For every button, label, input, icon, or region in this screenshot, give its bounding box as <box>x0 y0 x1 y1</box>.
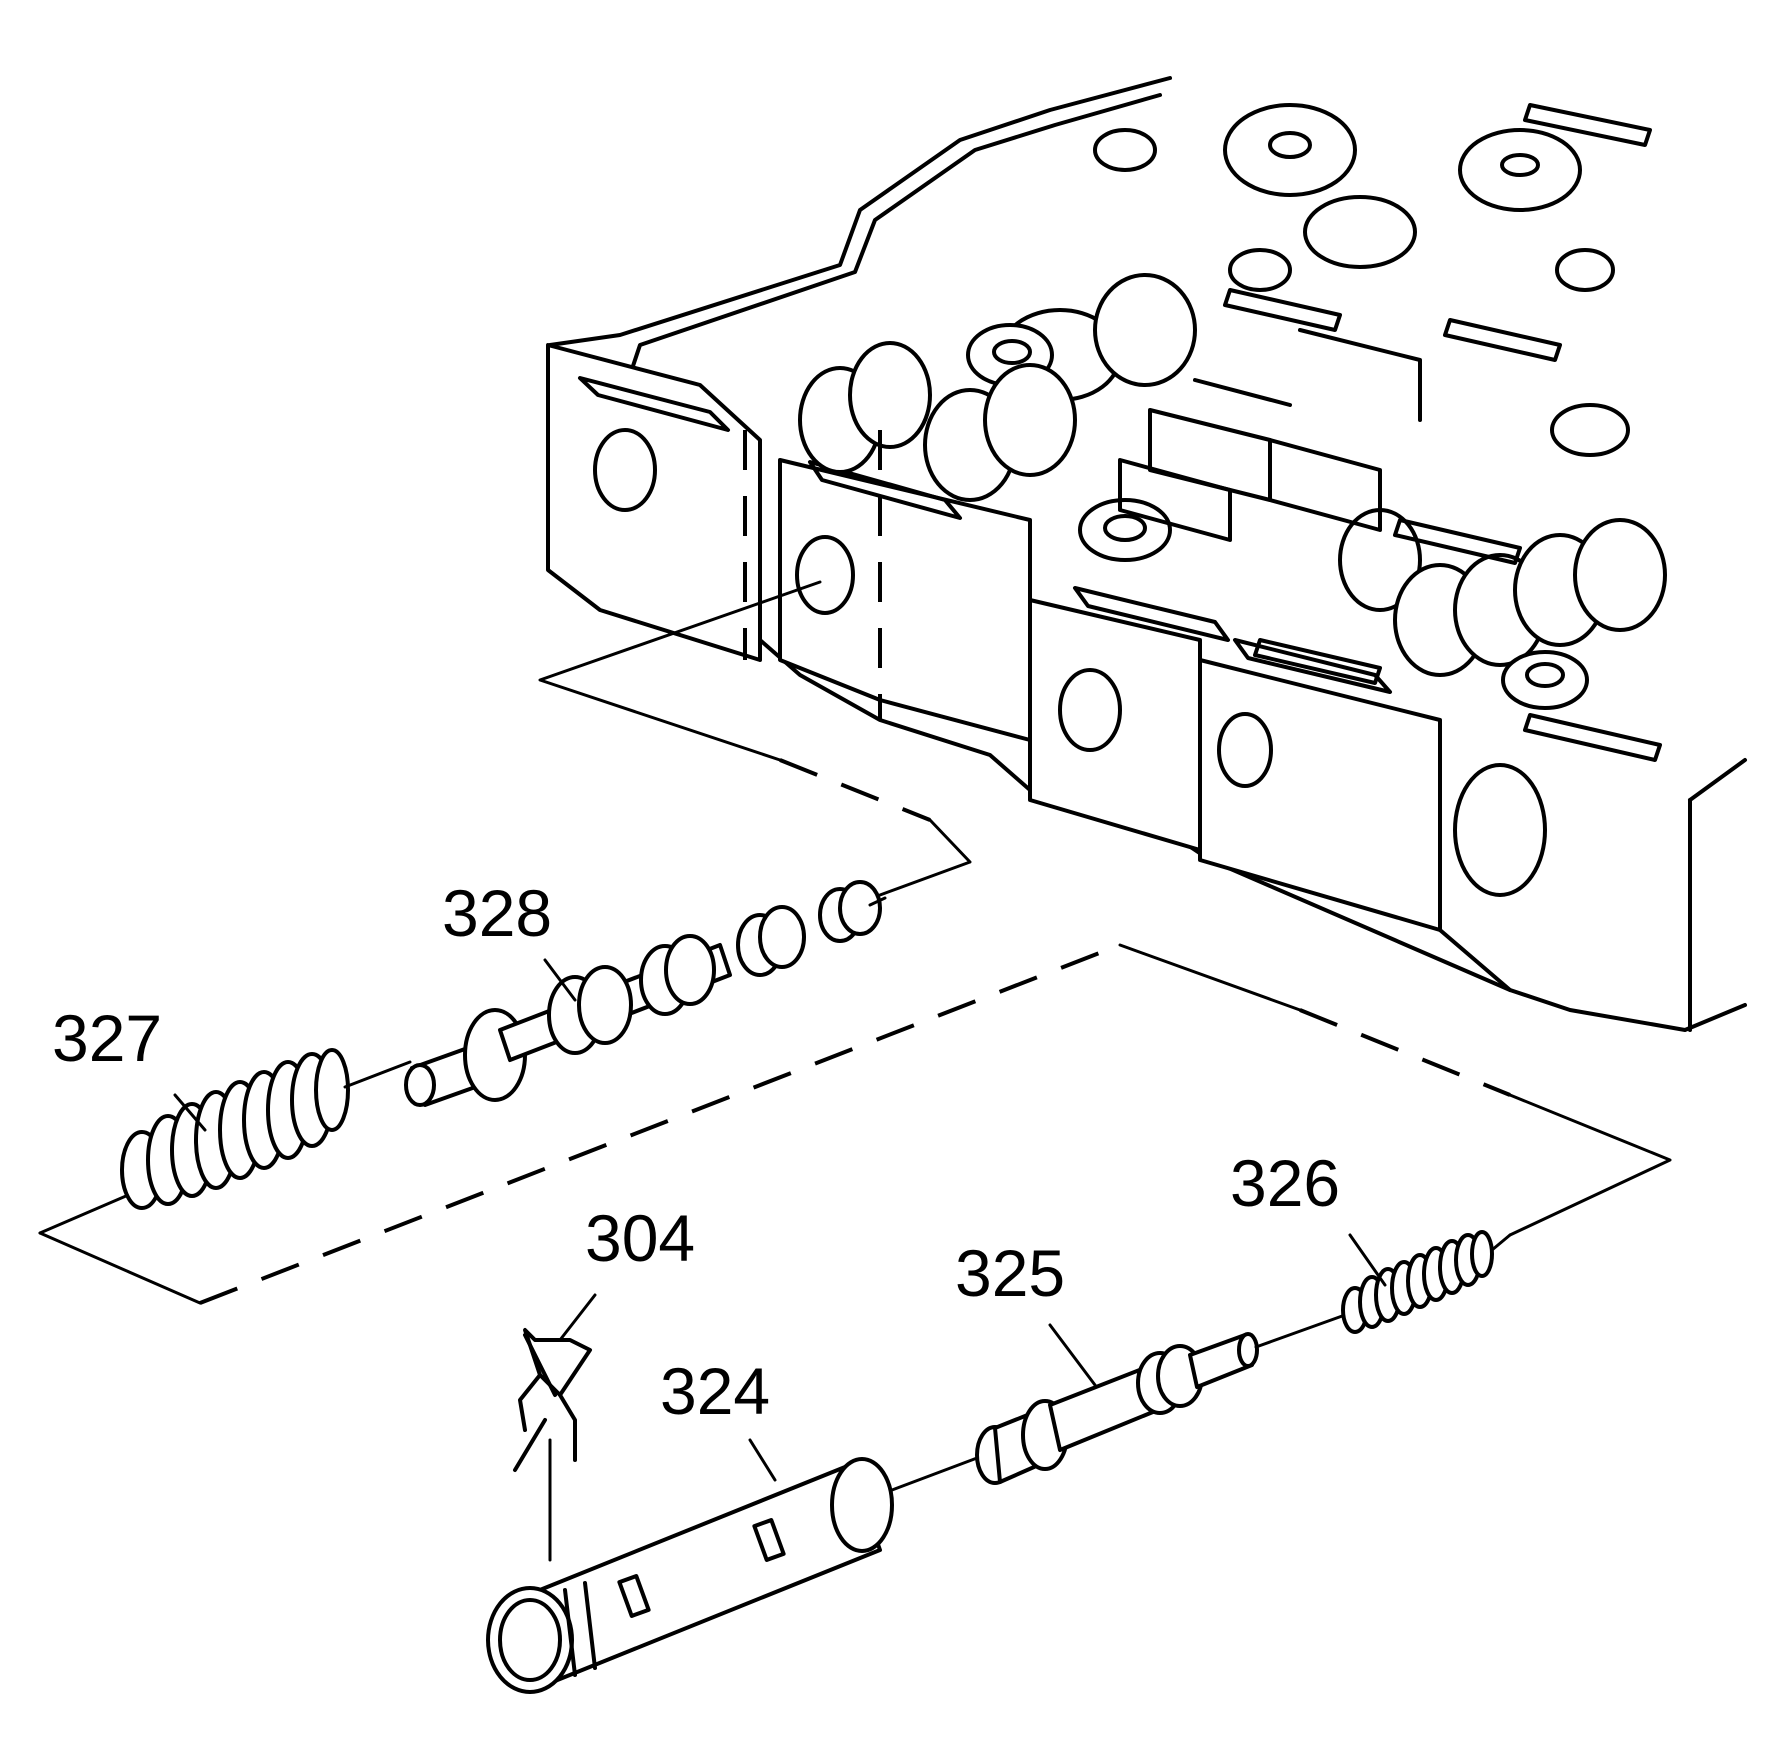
part-324-sleeve <box>486 1453 987 1694</box>
leader-304 <box>558 1293 597 1342</box>
callout-327: 327 <box>52 1001 163 1075</box>
callout-326: 326 <box>1230 1146 1341 1220</box>
part-328-valve <box>343 880 887 1107</box>
leader-324 <box>748 1438 777 1482</box>
callout-328: 328 <box>442 876 553 950</box>
valve-body <box>546 76 1747 1032</box>
leader-326 <box>1348 1233 1387 1287</box>
part-325-valve <box>975 1313 1347 1485</box>
alignment-guides <box>38 580 1672 1305</box>
leader-327 <box>173 1093 207 1132</box>
part-327-spring <box>120 1048 350 1210</box>
callout-leaders <box>173 958 1387 1482</box>
callout-304: 304 <box>585 1201 696 1275</box>
part-326-spring <box>1341 1230 1512 1334</box>
part-304-clip <box>513 1328 592 1562</box>
callout-324: 324 <box>660 1354 771 1428</box>
leader-325 <box>1048 1323 1097 1387</box>
leader-328 <box>543 958 577 1002</box>
callout-325: 325 <box>955 1236 1066 1310</box>
